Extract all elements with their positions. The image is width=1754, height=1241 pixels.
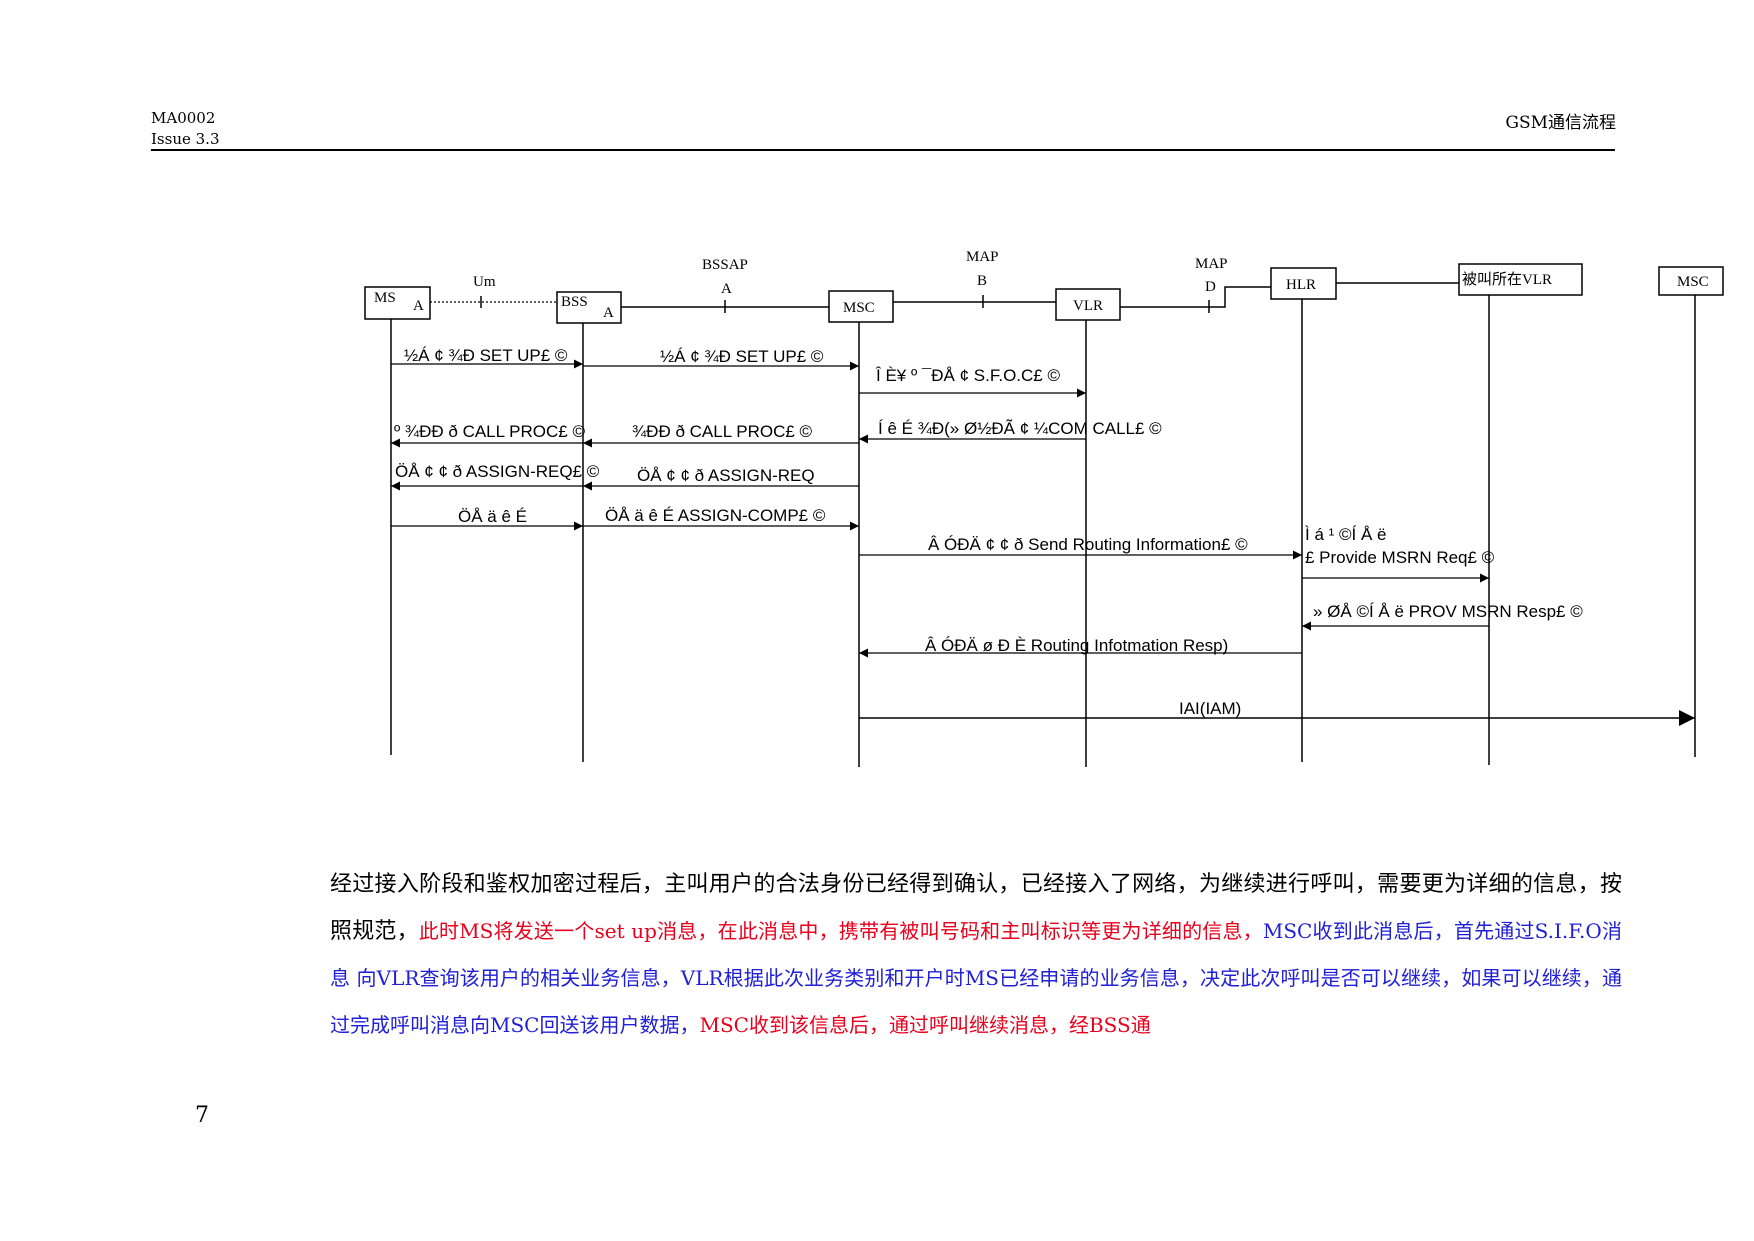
document-title: GSM通信流程 xyxy=(1505,113,1616,133)
message-sifo-msc-to-vlr: Î È¥ º ¯ÐÅ ¢ S.F.O.C£ © xyxy=(859,366,1086,398)
node-ms: MS A xyxy=(364,286,431,320)
message-assign-comp-bss-to-msc: ÖÅ ä ê É ASSIGN-COMP£ © xyxy=(583,506,859,531)
node-hlr-label: HLR xyxy=(1286,277,1316,293)
message-label: IAI(IAM) xyxy=(1179,699,1241,718)
map-d-letter-label: D xyxy=(1205,279,1216,295)
node-ms-label: MS xyxy=(374,290,396,306)
message-send-routing-info-msc-to-hlr: Â ÓÐÄ ¢ ¢ ð Send Routing Information£ © xyxy=(859,535,1302,560)
message-provide-msrn-req-hlr-to-vlr: Ì á ¹ ©Í Å ë £ Provide MSRN Req£ © xyxy=(1302,525,1495,583)
message-prov-msrn-resp-vlr-to-hlr: » ØÅ ©Í Å ë PROV MSRN Resp£ © xyxy=(1302,602,1583,631)
document-id: MA0002 xyxy=(151,109,216,127)
lifelines xyxy=(390,295,1696,767)
node-bss-port-label: A xyxy=(603,305,614,321)
issue-number: Issue 3.3 xyxy=(151,130,220,148)
message-call-proc-msc-to-bss: ¾ÐÐ ð CALL PROC£ © xyxy=(583,422,859,448)
message-label: Î È¥ º ¯ÐÅ ¢ S.F.O.C£ © xyxy=(875,366,1060,385)
bssap-interface-label: BSSAP xyxy=(702,257,748,273)
message-iai-iam-msc-to-msc: IAI(IAM) xyxy=(859,699,1695,726)
message-assign-comp-ms-to-bss: ÖÅ ä ê É xyxy=(391,507,583,531)
header-rule xyxy=(151,149,1615,151)
node-msc-origin: MSC xyxy=(828,290,894,323)
message-label: ÖÅ ¢ ¢ ð ASSIGN-REQ£ © xyxy=(395,462,600,481)
node-vlr-label: VLR xyxy=(1073,298,1103,314)
node-bss: BSS A xyxy=(556,291,622,324)
a-interface-label: A xyxy=(721,281,732,297)
message-com-call-vlr-to-msc: Í ê É ¾Ð(» Ø½ÐÃ ¢ ¼COM CALL£ © xyxy=(859,419,1162,444)
message-label-line-1: Ì á ¹ ©Í Å ë xyxy=(1305,525,1387,544)
node-msc-terminating-label: MSC xyxy=(1677,274,1709,290)
page-number: 7 xyxy=(195,1103,209,1128)
message-label: Í ê É ¾Ð(» Ø½ÐÃ ¢ ¼COM CALL£ © xyxy=(878,419,1162,438)
body-text-red-continued: MSC收到该信息后，通过呼叫继续消息，经BSS通 xyxy=(699,1013,1151,1037)
body-text-red: 此时MS将发送一个set up消息，在此消息中，携带有被叫号码和主叫标识等更为详… xyxy=(418,919,1263,943)
node-msc-terminating: MSC xyxy=(1658,266,1724,296)
message-set-up-bss-to-msc: ½Á ¢ ¾Ð SET UP£ © xyxy=(583,347,859,371)
message-label-line-2: £ Provide MSRN Req£ © xyxy=(1305,548,1495,567)
node-hlr: HLR xyxy=(1270,267,1337,300)
body-paragraph: 经过接入阶段和鉴权加密过程后，主叫用户的合法身份已经得到确认，已经接入了网络，为… xyxy=(330,862,1622,1049)
body-text-blue: MSC收到此消息后，首先通过S.I.F.O消息 向VLR查询该用户的相关业务信息… xyxy=(330,919,1622,1037)
message-label: ÖÅ ¢ ¢ ð ASSIGN-REQ xyxy=(637,466,815,485)
message-label: ÖÅ ä ê É ASSIGN-COMP£ © xyxy=(605,506,826,525)
message-set-up-ms-to-bss: ½Á ¢ ¾Ð SET UP£ © xyxy=(391,346,583,369)
node-bss-label: BSS xyxy=(561,294,588,310)
map-d-interface-label: MAP xyxy=(1195,256,1228,272)
node-called-vlr: 被叫所在VLR xyxy=(1458,263,1583,296)
node-vlr: VLR xyxy=(1055,288,1121,321)
um-interface-label: Um xyxy=(473,274,496,290)
message-label: º ¾ÐÐ ð CALL PROC£ © xyxy=(394,422,585,441)
body-text-black: 经过接入阶段和鉴权加密过程后，主叫用户的合法身份已经得到确认，已经接入了网络，为… xyxy=(330,872,1622,944)
interface-links xyxy=(430,282,1459,313)
call-setup-sequence-diagram: MS A BSS A MSC VLR HLR 被叫所在VLR MSC Um xyxy=(364,249,1724,767)
message-label: ½Á ¢ ¾Ð SET UP£ © xyxy=(404,346,568,365)
header-left: MA0002 Issue 3.3 xyxy=(151,108,219,150)
node-called-vlr-label: 被叫所在VLR xyxy=(1462,271,1552,288)
message-label: ½Á ¢ ¾Ð SET UP£ © xyxy=(660,347,824,366)
message-routing-info-resp-hlr-to-msc: Â ÓÐÄ ø Ð È Routing Infotmation Resp) xyxy=(859,636,1302,658)
node-msc-origin-label: MSC xyxy=(843,300,875,316)
message-label: ÖÅ ä ê É xyxy=(458,507,527,526)
node-ms-port-label: A xyxy=(413,298,424,314)
message-call-proc-bss-to-ms: º ¾ÐÐ ð CALL PROC£ © xyxy=(391,422,585,448)
message-label: » ØÅ ©Í Å ë PROV MSRN Resp£ © xyxy=(1313,602,1583,621)
message-label: Â ÓÐÄ ø Ð È Routing Infotmation Resp) xyxy=(925,636,1228,655)
message-assign-req-msc-to-bss: ÖÅ ¢ ¢ ð ASSIGN-REQ xyxy=(583,466,859,491)
message-label: ¾ÐÐ ð CALL PROC£ © xyxy=(632,422,813,441)
message-label: Â ÓÐÄ ¢ ¢ ð Send Routing Information£ © xyxy=(928,535,1248,554)
message-assign-req-bss-to-ms: ÖÅ ¢ ¢ ð ASSIGN-REQ£ © xyxy=(391,462,600,491)
map-b-letter-label: B xyxy=(977,273,987,289)
map-b-interface-label: MAP xyxy=(966,249,999,265)
